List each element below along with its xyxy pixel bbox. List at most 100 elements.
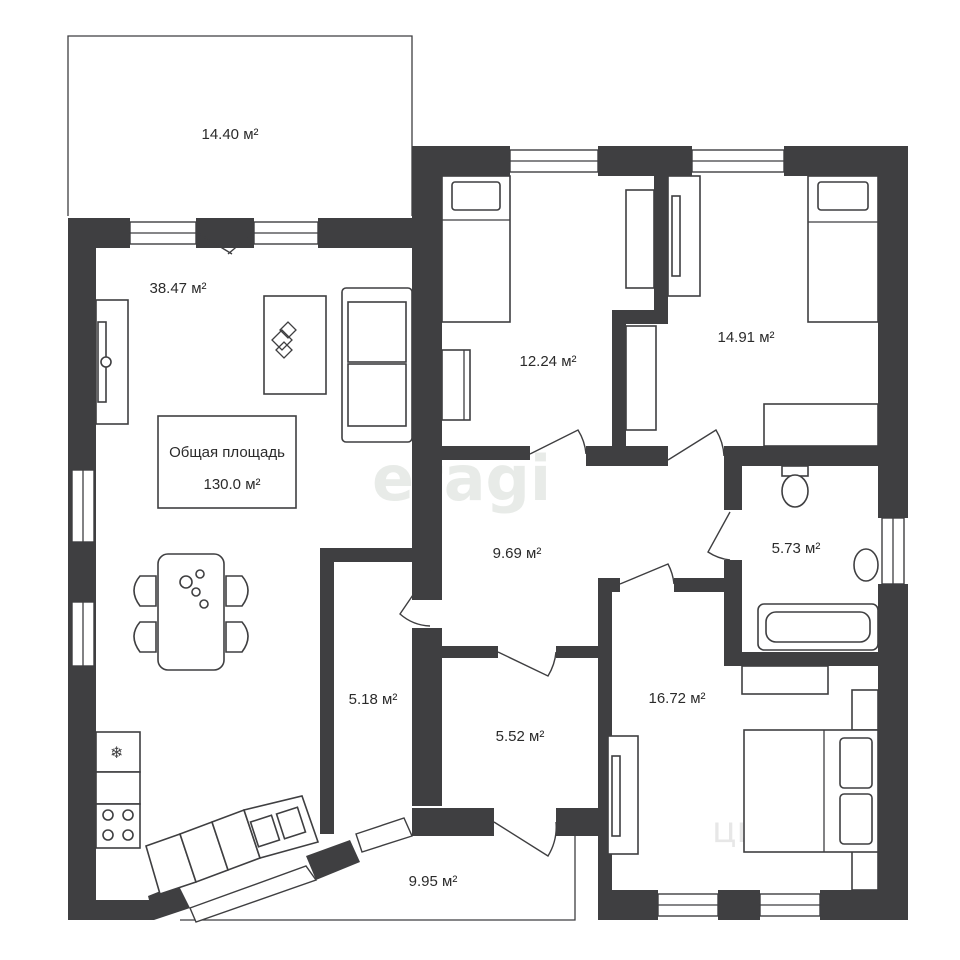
chair-icon — [133, 621, 157, 653]
wall-south-3 — [820, 890, 908, 920]
door-storage — [497, 651, 557, 677]
pillow-icon — [451, 181, 501, 211]
wall-bedroom1-east — [612, 310, 626, 446]
wall-bath-west-lower — [724, 560, 742, 664]
plate-icon — [199, 599, 209, 609]
bedroom3-furniture — [607, 665, 879, 891]
snowflake-icon: ❄ — [110, 743, 123, 762]
door-corridor — [399, 569, 431, 627]
wall-living-top-left — [68, 218, 130, 248]
tv-icon — [611, 755, 621, 837]
room-area-bedroom-2: 14.91 м² — [717, 329, 774, 346]
wall-south-2 — [718, 890, 760, 920]
window-kitchen — [189, 865, 318, 923]
total-area-title: Общая площадь — [169, 444, 285, 461]
tv-icon — [671, 195, 681, 277]
room-area-bathroom: 5.73 м² — [772, 540, 821, 557]
nightstand-2 — [851, 849, 879, 891]
wall-southwest — [68, 900, 154, 920]
sofa-cushion-1 — [347, 301, 407, 363]
wall-living-east — [412, 160, 442, 600]
plate-icon — [195, 569, 205, 579]
wall-east-lower — [878, 584, 908, 920]
wall-diagonal-1 — [148, 884, 190, 920]
burner-icon — [102, 809, 114, 821]
room-area-bedroom-3: 16.72 м² — [648, 690, 705, 707]
total-area-box — [157, 415, 297, 509]
wall-bath-bottom — [724, 652, 908, 666]
wardrobe-2 — [625, 325, 657, 431]
door-bedroom3 — [619, 563, 675, 585]
toilet-icon — [781, 474, 809, 508]
pillow-icon — [839, 737, 873, 789]
room-area-living-kitchen: 38.47 м² — [149, 280, 206, 297]
wall-south-1 — [604, 890, 658, 920]
door-bedroom1 — [529, 429, 587, 455]
sink-icon — [275, 806, 307, 840]
sink-icon — [853, 548, 879, 582]
sofa-cushion-2 — [347, 363, 407, 427]
windows — [71, 149, 905, 923]
door-bedroom2 — [667, 429, 725, 461]
terrace-top-outline — [67, 35, 413, 216]
room-area-hall: 9.69 м² — [493, 545, 542, 562]
living-furniture: Общая площадь 130.0 м² ❄ — [95, 287, 413, 896]
door-bathroom — [707, 511, 731, 561]
bedroom1-furniture — [441, 175, 655, 421]
bathtub-inner — [765, 611, 871, 643]
door-terrace-2 — [227, 231, 255, 255]
plate-icon — [179, 575, 193, 589]
room-area-bedroom-1: 12.24 м² — [519, 353, 576, 370]
wall-hall-bottom-2 — [674, 578, 738, 592]
wall-storage-bottom-1 — [412, 808, 494, 836]
rug-pattern-icon — [271, 321, 297, 359]
door-terrace-bottom — [493, 821, 557, 857]
walls — [68, 146, 908, 920]
chair-icon — [133, 575, 157, 607]
sink-icon — [249, 814, 281, 848]
wall-corridor-top — [320, 548, 442, 562]
room-labels: 14.40 м² 38.47 м² 12.24 м² 14.91 м² 9.69… — [149, 126, 820, 890]
bedroom2-furniture — [625, 175, 879, 447]
door-terrace-1 — [195, 231, 233, 255]
terrace-bottom-outline — [180, 835, 576, 921]
wall-corridor-west — [320, 548, 334, 834]
fridge — [95, 731, 141, 773]
burner-icon — [122, 809, 134, 821]
chair-icon — [225, 575, 249, 607]
wall-top-2 — [598, 146, 692, 176]
burner-icon — [102, 829, 114, 841]
wall-west — [68, 218, 96, 920]
room-area-storage: 5.52 м² — [496, 728, 545, 745]
wall-hall-top-3 — [724, 446, 908, 466]
wall-storage-top-1 — [442, 646, 498, 658]
wall-hall-top-1 — [442, 446, 530, 460]
counter — [95, 771, 141, 805]
doors — [195, 231, 731, 857]
wall-hall-bottom-1 — [598, 578, 620, 592]
burner-icon — [122, 829, 134, 841]
dining-table — [157, 553, 225, 671]
pillow-icon — [817, 181, 869, 211]
wall-bath-west-upper — [724, 446, 742, 510]
wall-diagonal-2 — [306, 840, 360, 880]
wall-storage-bottom-2 — [556, 808, 612, 836]
plate-icon — [191, 587, 201, 597]
wardrobe — [625, 189, 655, 289]
wall-bedrooms-divider — [654, 160, 668, 324]
wall-corridor-east — [412, 628, 442, 806]
room-area-corridor: 5.18 м² — [349, 691, 398, 708]
desk — [441, 349, 471, 421]
chair-icon — [225, 621, 249, 653]
desk-2 — [763, 403, 879, 447]
wall-hall-top-2 — [586, 446, 668, 466]
window-corridor — [355, 817, 413, 853]
pillow-icon — [839, 793, 873, 845]
stove — [95, 803, 141, 849]
nightstand-1 — [851, 689, 879, 731]
total-area-value: 130.0 м² — [203, 476, 260, 493]
dresser — [741, 665, 829, 695]
room-area-terrace-top: 14.40 м² — [201, 126, 258, 143]
